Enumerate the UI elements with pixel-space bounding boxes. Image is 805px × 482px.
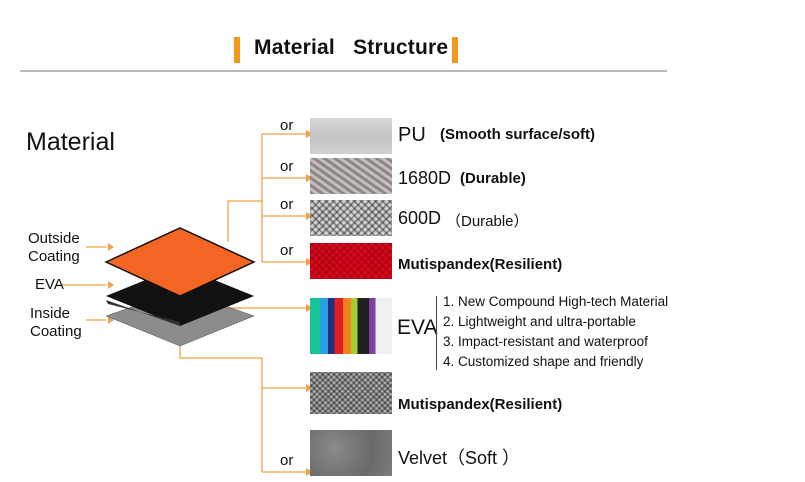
label-outside-line2: Coating [28, 248, 80, 266]
pu-swatch [310, 118, 392, 154]
option-mutispandex-inside-name: Mutispandex(Resilient) [398, 396, 562, 413]
or-label: or [280, 196, 293, 213]
eva-feature-4: 4. Customized shape and friendly [443, 354, 643, 369]
600d-swatch [310, 200, 392, 236]
eva-swatch [310, 298, 392, 354]
outside-coating-layer [106, 228, 254, 296]
option-600d-note: （Durable） [446, 210, 529, 231]
velvet-swatch [310, 430, 392, 476]
mutispandex-outside-swatch [310, 243, 392, 279]
or-label: or [280, 117, 293, 134]
label-outside-coating: Outside Coating [28, 230, 80, 266]
connector-outside [228, 201, 262, 242]
label-inside-coating: Inside Coating [30, 305, 82, 341]
features-bracket [436, 296, 437, 370]
label-outside-line1: Outside [28, 230, 80, 248]
eva-feature-1: 1. New Compound High-tech Material [443, 294, 668, 309]
eva-feature-3: 3. Impact-resistant and waterproof [443, 334, 648, 349]
eva-feature-2: 2. Lightweight and ultra-portable [443, 314, 636, 329]
eva-name: EVA [397, 316, 437, 340]
label-inside-line1: Inside [30, 305, 82, 323]
or-label: or [280, 158, 293, 175]
option-600d-name: 600D [398, 208, 441, 229]
label-eva: EVA [35, 276, 64, 294]
1680d-swatch [310, 158, 392, 194]
option-1680d-name: 1680D [398, 168, 451, 189]
option-pu-note: (Smooth surface/soft) [440, 126, 595, 143]
or-label: or [280, 452, 293, 469]
or-label: or [280, 242, 293, 259]
option-mutispandex-outside-name: Mutispandex(Resilient) [398, 256, 562, 273]
option-pu-name: PU [398, 124, 426, 147]
label-inside-line2: Coating [30, 323, 82, 341]
option-velvet-name: Velvet（Soft ） [398, 444, 520, 470]
option-1680d-note: (Durable) [460, 170, 526, 187]
mutispandex-inside-swatch [310, 372, 392, 414]
